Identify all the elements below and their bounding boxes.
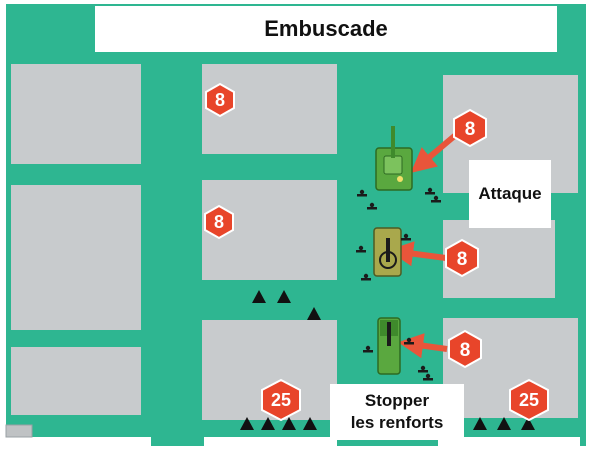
city-block bbox=[11, 347, 141, 415]
arrow-to-bottom-vehicle bbox=[418, 345, 447, 349]
marker-hexagon: 25 bbox=[510, 380, 548, 420]
marker-label: 25 bbox=[519, 390, 539, 410]
attack-label-box: Attaque bbox=[469, 160, 551, 228]
reinforcements-label-box: Stopper les renforts bbox=[330, 384, 464, 440]
marker-label: 8 bbox=[214, 212, 224, 232]
diagram-title: Embuscade bbox=[95, 6, 557, 52]
truck-icon bbox=[378, 318, 400, 374]
marker-label: 8 bbox=[215, 90, 225, 110]
marker-label: 8 bbox=[457, 249, 468, 270]
attack-label: Attaque bbox=[478, 183, 541, 205]
city-block bbox=[11, 185, 141, 330]
marker-label: 8 bbox=[465, 119, 476, 140]
marker-hexagon: 8 bbox=[449, 331, 481, 367]
marker-hexagon: 8 bbox=[454, 110, 486, 146]
marker-label: 25 bbox=[271, 390, 291, 410]
marker-hexagon: 25 bbox=[262, 380, 300, 420]
marker-hexagon: 8 bbox=[206, 84, 234, 116]
title-text: Embuscade bbox=[264, 16, 388, 42]
marker-hexagon: 8 bbox=[205, 206, 233, 238]
city-block bbox=[11, 64, 141, 164]
bottom-strip bbox=[6, 437, 151, 446]
marker-label: 8 bbox=[460, 340, 471, 361]
reinforcements-label: Stopper les renforts bbox=[351, 390, 444, 434]
marker-hexagon: 8 bbox=[446, 240, 478, 276]
bottom-strip bbox=[204, 437, 337, 446]
scale-box-icon bbox=[6, 425, 32, 437]
armored-car-icon bbox=[374, 228, 401, 276]
